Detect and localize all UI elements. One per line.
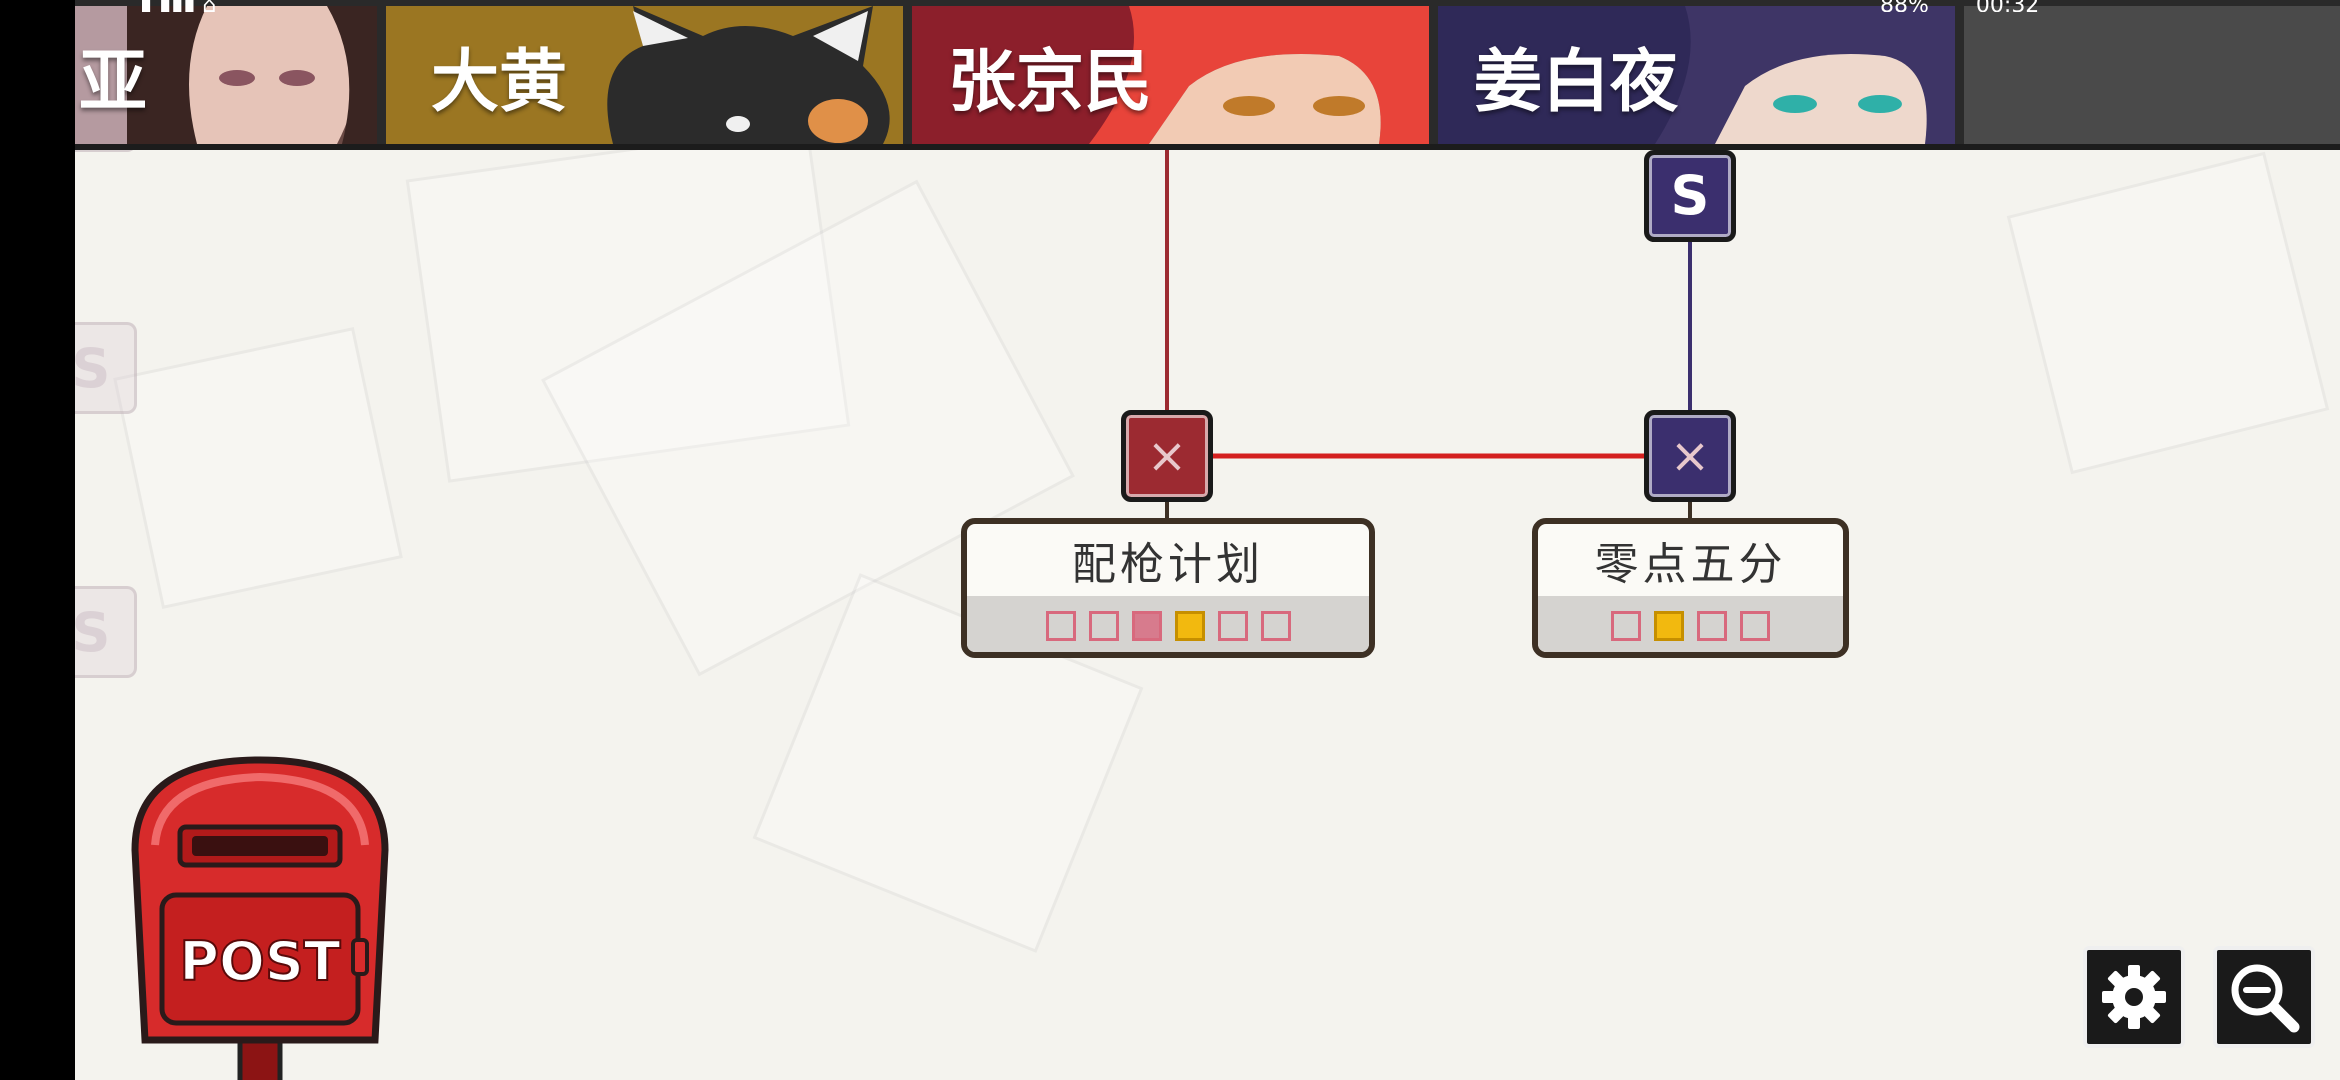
case-card-lingdian[interactable]: 零点五分 xyxy=(1532,518,1849,658)
case-card-title: 零点五分 xyxy=(1594,539,1787,590)
investigation-board: S S S × × 配枪计划 零点五分 POST xyxy=(75,0,2340,1080)
mail-slot-inner xyxy=(192,836,328,856)
progress-box-empty xyxy=(1260,611,1291,641)
s-rank-node[interactable]: S xyxy=(1644,150,1736,242)
mailbox-highlight xyxy=(151,772,369,846)
settings-button[interactable] xyxy=(2083,946,2185,1048)
tab-bar-border xyxy=(75,144,2340,150)
tab-character-dahuang[interactable]: 大黄 xyxy=(386,6,903,144)
character-tab-bar: 亚 大黄 张京民 xyxy=(75,0,2340,150)
door-handle xyxy=(351,938,369,976)
progress-box-empty xyxy=(1045,611,1076,641)
progress-box-empty xyxy=(1088,611,1119,641)
character-portrait xyxy=(1655,6,1955,144)
tab-character-jiangbaiye[interactable]: 姜白夜 xyxy=(1438,6,1955,144)
progress-boxes xyxy=(1538,596,1843,652)
cat-portrait xyxy=(607,6,890,144)
time-text: 00:32 xyxy=(1976,0,2039,12)
character-portrait xyxy=(127,6,377,144)
zoom-out-icon xyxy=(2231,964,2300,1033)
ghost-node-label: S xyxy=(75,600,111,664)
status-bar-right: 88% 00:32 xyxy=(1880,0,2039,12)
case-card-peiqiang[interactable]: 配枪计划 xyxy=(961,518,1375,658)
progress-box-empty xyxy=(1740,611,1770,641)
locked-node-red[interactable]: × xyxy=(1121,410,1213,502)
mailbox-label: POST xyxy=(179,930,340,993)
progress-boxes xyxy=(967,596,1369,652)
cross-icon: × xyxy=(1669,428,1711,484)
tab-character-zhangjingmin[interactable]: 张京民 xyxy=(912,6,1429,144)
zoom-out-button[interactable] xyxy=(2213,946,2315,1048)
tab-character-ya[interactable]: 亚 xyxy=(75,6,377,144)
tab-name: 姜白夜 xyxy=(1474,42,1679,122)
gear-icon xyxy=(2102,965,2166,1029)
ghost-node: S xyxy=(75,586,137,678)
progress-box-gold xyxy=(1654,611,1684,641)
tab-name: 亚 xyxy=(79,42,148,122)
progress-box-gold xyxy=(1174,611,1205,641)
progress-box-pink xyxy=(1131,611,1162,641)
progress-box-empty xyxy=(1217,611,1248,641)
status-bar-left: ▮ ▮▮▮ ⌂ xyxy=(140,0,216,12)
progress-box-empty xyxy=(1697,611,1727,641)
ghost-node: S xyxy=(75,322,137,414)
tab-name: 张京民 xyxy=(948,42,1153,122)
s-rank-label: S xyxy=(1670,164,1710,227)
tab-name: 大黄 xyxy=(431,42,568,122)
locked-node-purple[interactable]: × xyxy=(1644,410,1736,502)
connection-lines xyxy=(1165,150,1692,520)
tab-empty xyxy=(1964,6,2340,144)
character-portrait xyxy=(1089,6,1429,144)
ghost-node-label: S xyxy=(75,336,111,400)
cross-icon: × xyxy=(1146,428,1188,484)
progress-box-empty xyxy=(1611,611,1641,641)
battery-text: 88% xyxy=(1880,0,1929,12)
post-mailbox-button[interactable]: POST xyxy=(110,735,410,1080)
case-card-title: 配枪计划 xyxy=(1072,539,1264,590)
